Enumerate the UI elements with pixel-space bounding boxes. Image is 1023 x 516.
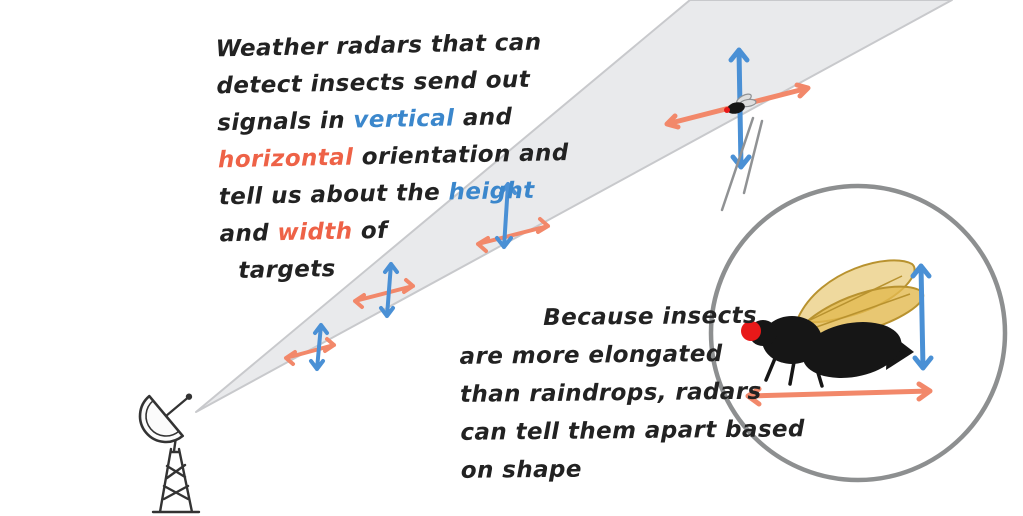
radar-dish — [138, 394, 185, 444]
fly-height-arrow — [910, 263, 934, 371]
caption-text: and — [454, 104, 513, 132]
signal-arrow-vertical-2 — [379, 262, 399, 318]
caption-text: of — [352, 217, 388, 245]
radar-dish-icon — [138, 393, 201, 514]
fly-eye — [741, 321, 761, 341]
caption-text: Weather radars that can — [215, 29, 542, 63]
signal-arrow-horizontal-2 — [353, 278, 415, 309]
caption-text: detect insects send out — [216, 66, 531, 100]
radar-tower — [151, 447, 201, 514]
caption-keyword-width: width — [277, 218, 353, 247]
caption-text: orientation and — [353, 140, 569, 171]
caption-text: Because insects — [543, 302, 758, 331]
caption-keyword-vertical: vertical — [353, 105, 455, 134]
radar-feed — [164, 396, 189, 418]
fly-wing-veins — [805, 275, 911, 331]
small-insect-body — [727, 102, 745, 114]
caption-line: Because insects — [459, 296, 809, 338]
caption-text: signals in — [216, 107, 354, 137]
caption-line: on shape — [461, 448, 811, 490]
caption-line: than raindrops, radars — [460, 372, 810, 414]
caption-keyword-horizontal: horizontal — [217, 144, 354, 174]
caption-line: are more elongated — [459, 334, 809, 376]
signal-arrow-vertical-3 — [495, 182, 517, 249]
fly-width-arrow — [745, 381, 933, 407]
caption-text: can tell them apart based — [460, 416, 805, 446]
caption-text: targets — [238, 255, 337, 284]
small-insect-icon — [724, 93, 757, 114]
caption-text: on shape — [460, 456, 582, 484]
signal-arrow-horizontal-3 — [476, 217, 550, 253]
fly-thorax — [762, 316, 822, 364]
caption-keyword-height: height — [448, 177, 535, 206]
caption-text: than raindrops, radars — [459, 378, 762, 408]
radar-beam — [195, 0, 953, 413]
caption-text: and — [219, 220, 278, 248]
signal-arrow-vertical-1 — [309, 323, 329, 371]
caption-line: targets — [220, 247, 541, 291]
radar-caption: Weather radars that can detect insects s… — [215, 25, 569, 291]
fly-abdomen — [802, 322, 902, 378]
magnifier-connector-line — [720, 116, 755, 212]
caption-line: can tell them apart based — [460, 410, 810, 452]
radar-feed-tip — [185, 393, 193, 400]
magnifier-connector-line — [742, 119, 764, 195]
shape-caption: Because insects are more elongated than … — [459, 296, 811, 490]
caption-line: tell us about the height — [218, 173, 539, 217]
caption-text: are more elongated — [459, 341, 723, 370]
small-insect-eye — [724, 107, 730, 113]
signal-arrow-horizontal-1 — [284, 337, 336, 366]
caption-text: tell us about the — [218, 179, 449, 211]
